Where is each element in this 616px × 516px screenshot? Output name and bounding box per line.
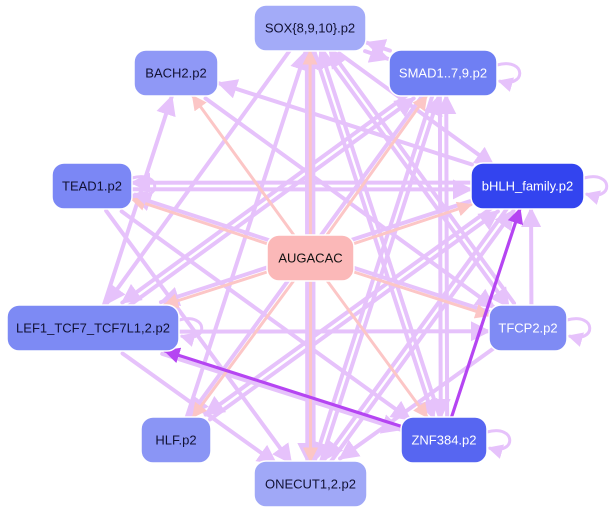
self-loop-bhlh: [583, 175, 609, 205]
node-smad[interactable]: SMAD1..7,9.p2: [388, 49, 498, 97]
edge-sox-to-lef1: [104, 47, 293, 306]
node-box: [140, 416, 212, 464]
edge-sox-to-tfcp2: [322, 50, 511, 309]
node-label: TEAD1.p2: [62, 179, 122, 194]
node-label: AUGACAC: [278, 251, 342, 266]
self-loop-tead1: [131, 175, 157, 205]
edge-tfcp2-to-sox: [327, 47, 516, 306]
node-label: HLF.p2: [155, 433, 196, 448]
edge-augacac-to-znf384: [325, 279, 429, 419]
node-box: [133, 49, 219, 97]
node-label: SMAD1..7,9.p2: [399, 66, 487, 81]
node-label: ZNF384.p2: [411, 433, 476, 448]
node-label: BACH2.p2: [145, 66, 206, 81]
node-box: [266, 234, 355, 282]
node-box: [388, 49, 498, 97]
edge-znf384-to-smad: [436, 93, 457, 419]
edge-augacac-to-tead1: [130, 196, 269, 246]
self-loops-layer: [131, 62, 609, 459]
node-bhlh[interactable]: bHLH_family.p2: [470, 162, 585, 210]
node-box: [51, 162, 133, 210]
edge-znf384-to-lef1: [163, 347, 403, 428]
node-onecut[interactable]: ONECUT1,2.p2: [253, 460, 368, 508]
node-znf384[interactable]: ZNF384.p2: [400, 416, 488, 464]
edge-augacac-to-smad: [325, 94, 429, 237]
edge-lef1-to-znf384: [160, 351, 403, 434]
edge-onecut-to-bhlh: [327, 208, 516, 465]
edges-layer: [101, 39, 542, 466]
self-loop-smad: [496, 62, 522, 92]
node-augacac[interactable]: AUGACAC: [266, 234, 355, 282]
node-bach2[interactable]: BACH2.p2: [133, 49, 219, 97]
node-label: LEF1_TCF7_TCF7L1,2.p2: [16, 321, 170, 336]
edge-hlf-to-sox: [184, 49, 310, 420]
node-label: ONECUT1,2.p2: [265, 477, 356, 492]
edge-smad-to-sox: [364, 39, 392, 59]
node-label: TFCP2.p2: [498, 321, 557, 336]
node-box: [253, 4, 367, 52]
node-tfcp2[interactable]: TFCP2.p2: [488, 304, 568, 352]
node-lef1[interactable]: LEF1_TCF7_TCF7L1,2.p2: [6, 304, 180, 352]
edge-smad-to-znf384: [430, 94, 451, 420]
edge-tead1-to-onecut: [104, 208, 293, 465]
node-box: [6, 304, 180, 352]
node-label: SOX{8,9,10}.p2: [265, 21, 355, 36]
node-hlf[interactable]: HLF.p2: [140, 416, 212, 464]
edge-augacac-to-lef1: [162, 270, 269, 309]
self-loop-tfcp2: [566, 317, 592, 347]
node-box: [400, 416, 488, 464]
edge-augacac-to-bhlh: [352, 201, 473, 246]
node-box: [470, 162, 585, 210]
edge-sox-to-znf384: [312, 49, 438, 420]
node-box: [488, 304, 568, 352]
node-label: bHLH_family.p2: [482, 179, 574, 194]
node-sox[interactable]: SOX{8,9,10}.p2: [253, 4, 367, 52]
edge-tead1-to-znf384: [119, 209, 412, 422]
self-loop-znf384: [486, 429, 512, 459]
edge-znf384-to-sox: [316, 48, 442, 419]
node-tead1[interactable]: TEAD1.p2: [51, 162, 133, 210]
edge-znf384-to-bhlh: [449, 207, 524, 419]
edge-augacac-to-hlf: [191, 279, 296, 419]
node-box: [253, 460, 368, 508]
edge-augacac-to-bach2: [191, 94, 296, 237]
edge-sox-to-smad: [363, 43, 391, 63]
self-loop-lef1: [178, 317, 204, 347]
edge-augacac-to-tfcp2: [352, 270, 491, 319]
